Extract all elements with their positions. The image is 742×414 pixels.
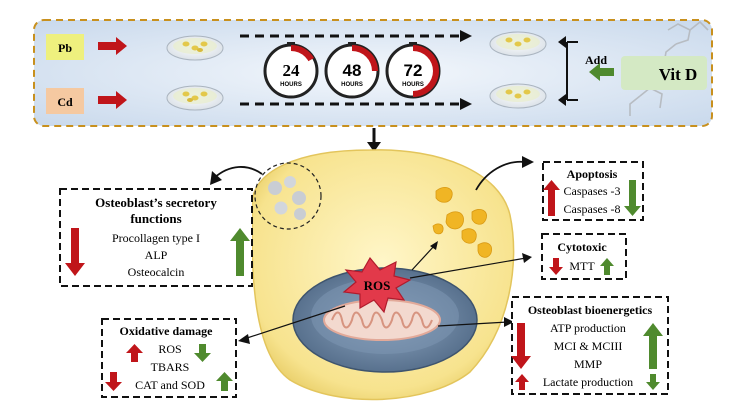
secretory-title-line2: functions bbox=[130, 211, 181, 226]
petri-dish-left-top bbox=[166, 35, 224, 61]
cytotoxic-up-arrow bbox=[600, 258, 614, 275]
secretory-item-alp: ALP bbox=[145, 248, 168, 262]
timer-72-value: 72 bbox=[404, 61, 423, 80]
ros-to-cytotoxic-line bbox=[409, 257, 527, 279]
treatment-panel: Pb Cd bbox=[33, 19, 713, 127]
bioenergetics-down-arrow bbox=[511, 323, 531, 369]
add-arrow bbox=[589, 63, 614, 81]
oxidative-item-tbars: TBARS bbox=[151, 360, 190, 374]
timer-24-value: 24 bbox=[283, 61, 301, 80]
ros-burst-icon: ROS bbox=[342, 256, 412, 314]
secretory-item-procollagen: Procollagen type I bbox=[112, 231, 200, 245]
bioenergetics-item-mmp: MMP bbox=[574, 357, 602, 371]
bioenergetics-title: Osteoblast bioenergetics bbox=[528, 303, 653, 317]
pb-label: Pb bbox=[58, 41, 72, 55]
petri-dish-right-bottom bbox=[489, 83, 547, 109]
apoptosis-title: Apoptosis bbox=[567, 167, 618, 181]
cd-label-box: Cd bbox=[46, 88, 84, 114]
timer-48-icon: 48 HOURS bbox=[324, 42, 380, 99]
apoptosis-up-arrow bbox=[543, 180, 560, 216]
oxidative-ros-down-arrow bbox=[194, 344, 211, 362]
secretory-item-osteocalcin: Osteocalcin bbox=[128, 265, 185, 279]
timer-24-unit: HOURS bbox=[280, 82, 302, 88]
oxidative-item-ros: ROS bbox=[158, 342, 181, 356]
ros-to-apoptosis-line bbox=[411, 244, 436, 271]
oxidative-title: Oxidative damage bbox=[120, 324, 214, 338]
secretory-functions-box: Osteoblast’s secretory functions Procoll… bbox=[59, 188, 253, 287]
secretory-title-line1: Osteoblast’s secretory bbox=[95, 195, 217, 210]
bioenergetics-item-mci: MCI & MCIII bbox=[554, 339, 623, 353]
cytotoxic-box: Cytotoxic MTT bbox=[541, 233, 627, 280]
apoptosis-item-caspase3: Caspases -3 bbox=[564, 184, 621, 198]
mito-to-bioenergetics-line bbox=[437, 321, 509, 327]
apoptosis-box: Apoptosis Caspases -3 Caspases -8 bbox=[542, 161, 644, 221]
bioenergetics-lactate-down-arrow bbox=[646, 374, 660, 390]
bracket-connector bbox=[566, 41, 578, 101]
timer-48-unit: HOURS bbox=[341, 82, 363, 88]
mitochondrion-icon bbox=[323, 299, 441, 341]
cytotoxic-item-mtt: MTT bbox=[569, 259, 595, 273]
petri-dish-right-top bbox=[489, 31, 547, 57]
bioenergetics-lactate-up-arrow bbox=[515, 374, 529, 390]
secretory-down-arrow bbox=[65, 228, 85, 276]
secretory-up-arrow bbox=[230, 228, 250, 276]
apoptosis-down-arrow bbox=[624, 180, 641, 216]
vitamin-d-box: Vit D bbox=[621, 56, 707, 90]
ros-label: ROS bbox=[364, 278, 391, 293]
cell-to-apoptosis-arrow bbox=[475, 160, 526, 191]
bioenergetics-item-lactate: Lactate production bbox=[543, 375, 633, 389]
timer-72-unit: HOURS bbox=[402, 82, 424, 88]
oxidative-cat-down-arrow bbox=[105, 372, 122, 391]
apoptosis-item-caspase8: Caspases -8 bbox=[564, 202, 621, 216]
bioenergetics-item-atp: ATP production bbox=[550, 321, 626, 335]
timer-48-value: 48 bbox=[343, 61, 362, 80]
oxidative-ros-up-arrow bbox=[126, 344, 143, 362]
secretory-vesicles-icon bbox=[254, 162, 322, 230]
timer-24-icon: 24 HOURS bbox=[263, 42, 319, 99]
nucleus-to-oxidative-line bbox=[243, 305, 346, 340]
add-label: Add bbox=[585, 53, 607, 67]
oxidative-cat-up-arrow bbox=[216, 372, 233, 391]
cd-label: Cd bbox=[57, 95, 73, 109]
apoptotic-bodies-icon bbox=[432, 186, 493, 258]
vitamin-d-label: Vit D bbox=[659, 65, 698, 84]
petri-dish-left-bottom bbox=[166, 85, 224, 111]
cytotoxic-down-arrow bbox=[549, 258, 563, 275]
oxidative-damage-box: Oxidative damage ROS TBARS CAT and SOD bbox=[101, 318, 237, 398]
vesicles-to-secretory-arrow bbox=[213, 166, 263, 179]
pb-arrow bbox=[98, 37, 127, 55]
bioenergetics-box: Osteoblast bioenergetics ATP production … bbox=[511, 296, 669, 395]
timer-72-icon: 72 HOURS bbox=[385, 42, 441, 99]
cd-arrow bbox=[98, 91, 127, 109]
cytotoxic-title: Cytotoxic bbox=[557, 240, 607, 254]
pb-label-box: Pb bbox=[46, 34, 84, 60]
bioenergetics-up-arrow bbox=[643, 323, 663, 369]
oxidative-item-cat-sod: CAT and SOD bbox=[135, 378, 205, 392]
